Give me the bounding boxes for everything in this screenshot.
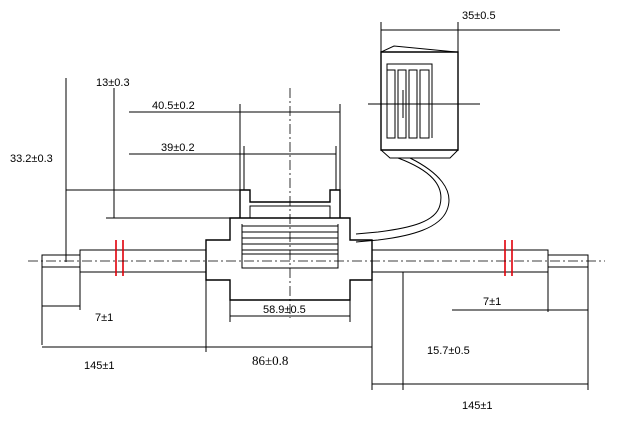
dim-body-width-label: 58.9±0.5	[263, 304, 306, 316]
dim-holder-length: 86±0.8	[206, 280, 373, 390]
dim-wire-right-label: 145±1	[462, 400, 493, 412]
cap-clip	[368, 45, 480, 159]
dim-wire-left-label: 145±1	[84, 360, 115, 372]
dim-holder-length-label: 86±0.8	[252, 353, 288, 368]
cap-tether	[355, 157, 450, 243]
dim-strip-left: 7±1	[41, 267, 113, 345]
dim-inner-width: 39±0.2	[129, 142, 337, 190]
dim-tab-height-label: 13±0.3	[96, 77, 130, 89]
dim-wire-right: 145±1	[372, 383, 588, 412]
dim-outer-width-label: 40.5±0.2	[152, 100, 195, 112]
dim-strip-right-label: 7±1	[483, 296, 501, 308]
dim-clip-width: 35±0.5	[380, 10, 560, 52]
dim-offset-height-label: 15.7±0.5	[427, 345, 470, 357]
dim-inner-width-label: 39±0.2	[161, 142, 195, 154]
dim-strip-left-label: 7±1	[95, 312, 113, 324]
dim-total-height: 33.2±0.3	[10, 78, 240, 262]
right-wire	[371, 240, 589, 276]
dim-tab-height: 13±0.3	[96, 77, 240, 219]
dim-total-height-label: 33.2±0.3	[10, 153, 53, 165]
dim-body-width: 58.9±0.5	[229, 300, 351, 322]
left-wire	[41, 240, 207, 276]
holder-body	[205, 189, 373, 301]
dim-offset-height: 15.7±0.5	[402, 272, 470, 390]
dim-clip-width-label: 35±0.5	[462, 10, 496, 22]
dim-wire-left: 145±1	[42, 280, 207, 372]
dim-strip-right: 7±1	[452, 267, 589, 390]
dim-outer-width: 40.5±0.2	[129, 100, 341, 190]
